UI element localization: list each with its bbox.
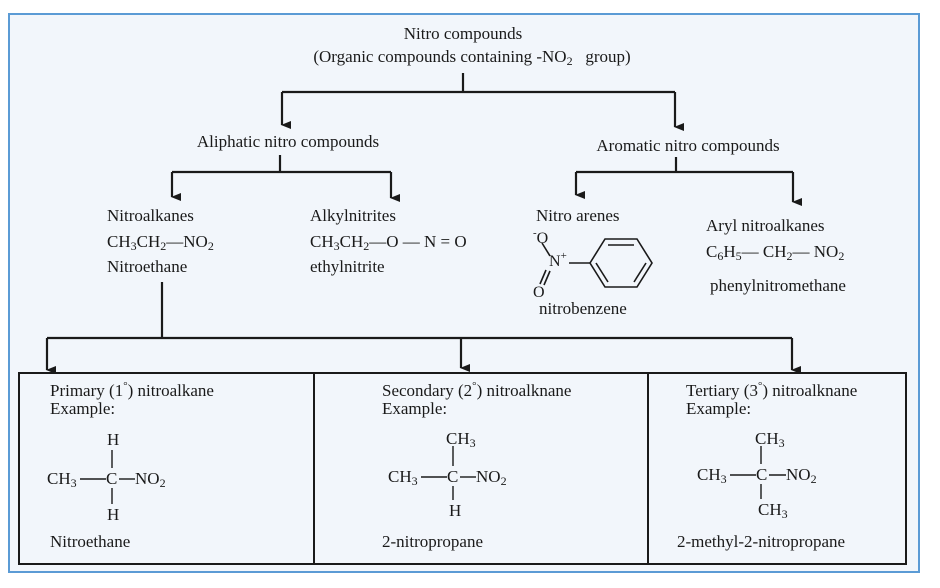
- diagram-frame: [8, 13, 920, 573]
- secondary-example-label: Example:: [382, 399, 448, 418]
- tertiary-center-carbon: C: [756, 465, 768, 484]
- aromatic-label: Aromatic nitro compounds: [596, 136, 780, 155]
- nitroalkanes-label: Nitroalkanes: [107, 206, 194, 225]
- primary-example-name: Nitroethane: [50, 532, 131, 551]
- nitro-oxygen-double: O: [533, 284, 545, 301]
- tertiary-top-group: CH3: [755, 429, 785, 450]
- primary-center-carbon: C: [106, 469, 118, 488]
- tertiary-left-group: CH3: [697, 465, 727, 486]
- nitroalkanes-example-name: Nitroethane: [107, 257, 188, 276]
- arylnitroalkanes-example-name: phenylnitromethane: [710, 276, 846, 295]
- nitroalkanes-formula: CH3CH2—NO2: [107, 232, 214, 253]
- aliphatic-label: Aliphatic nitro compounds: [196, 132, 380, 151]
- secondary-center-carbon: C: [447, 467, 459, 486]
- tertiary-bottom-group: CH3: [758, 500, 788, 521]
- secondary-top-group: CH3: [446, 429, 476, 450]
- nitroarenes-example-name: nitrobenzene: [539, 299, 627, 318]
- tertiary-title: Tertiary (3°) nitroalknane: [686, 380, 858, 401]
- tertiary-example-label: Example:: [686, 399, 752, 418]
- primary-bottom-atom: H: [107, 505, 120, 524]
- primary-right-group: NO2: [135, 469, 166, 490]
- alkylnitrites-formula: CH3CH2—O — N = O: [310, 232, 467, 253]
- primary-example-label: Example:: [50, 399, 116, 418]
- tertiary-example-name: 2-methyl-2-nitropropane: [677, 532, 846, 551]
- nitrobenzene-structure: [539, 238, 653, 288]
- secondary-bottom-atom: H: [449, 501, 462, 520]
- alkylnitrites-example-name: ethylnitrite: [310, 257, 385, 276]
- secondary-left-group: CH3: [388, 467, 418, 488]
- arylnitroalkanes-formula: C6H5— CH2— NO2: [706, 242, 845, 263]
- tertiary-right-group: NO2: [786, 465, 817, 486]
- nitro-nitrogen-plus: N+: [549, 250, 567, 271]
- primary-top-atom: H: [107, 430, 120, 449]
- root-title: Nitro compounds: [403, 24, 523, 43]
- alkylnitrites-label: Alkylnitrites: [310, 206, 396, 225]
- root-subtitle: (Organic compounds containing -NO2 group…: [313, 47, 631, 68]
- secondary-right-group: NO2: [476, 467, 507, 488]
- tertiary-box: [647, 372, 907, 565]
- arylnitroalkanes-label: Aryl nitroalkanes: [706, 216, 825, 235]
- primary-title: Primary (1°) nitroalkane: [50, 380, 214, 401]
- secondary-title: Secondary (2°) nitroalknane: [382, 380, 572, 401]
- secondary-example-name: 2-nitropropane: [382, 532, 484, 551]
- nitroarenes-label: Nitro arenes: [536, 206, 620, 225]
- primary-left-group: CH3: [47, 469, 77, 490]
- nitro-oxygen-minus: -O: [533, 227, 549, 248]
